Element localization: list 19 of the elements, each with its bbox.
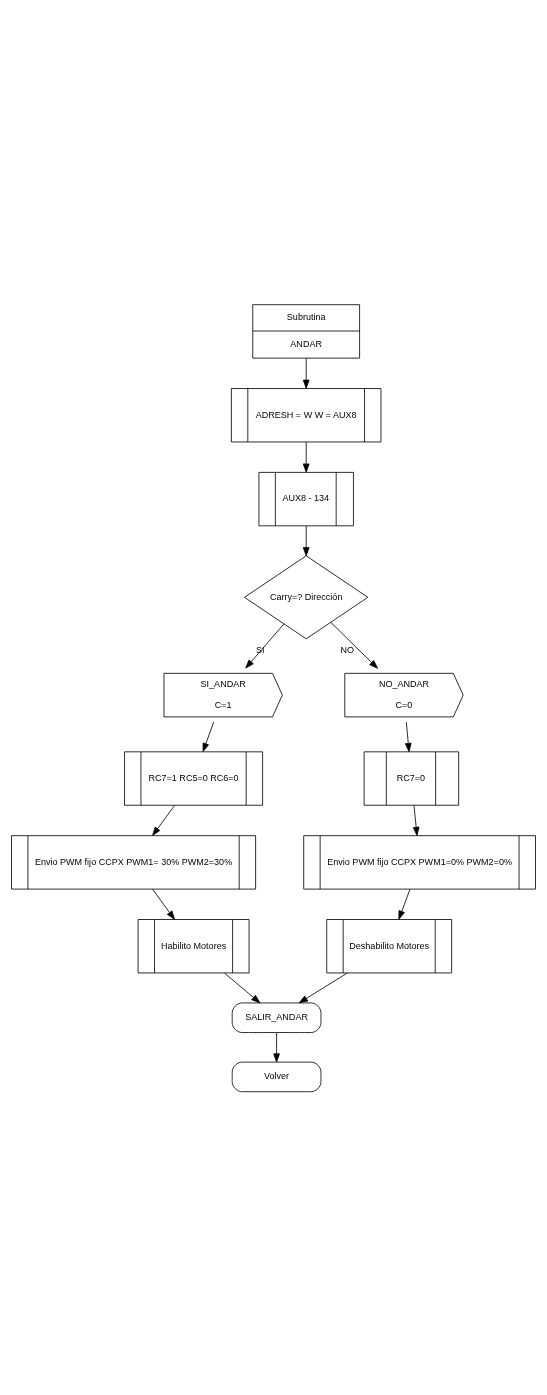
arrow — [202, 721, 215, 752]
arrow — [405, 721, 412, 752]
arrow — [398, 888, 411, 920]
arrow — [224, 972, 261, 1003]
arrow — [152, 804, 175, 836]
arrow — [412, 804, 420, 836]
arrow — [273, 1031, 280, 1062]
node-diamond: Carry=? Dirección — [244, 554, 369, 639]
edge-label: SI — [256, 644, 265, 655]
node-box: Volver — [231, 1061, 322, 1092]
arrow — [245, 623, 285, 669]
arrow — [302, 441, 310, 473]
arrow — [298, 972, 348, 1003]
arrow — [302, 525, 310, 556]
arrow — [302, 357, 310, 389]
node-box: SALIR_ANDAR — [231, 1002, 322, 1033]
arrow — [330, 621, 378, 669]
arrow — [152, 888, 175, 920]
edge-label: NO — [340, 644, 354, 655]
